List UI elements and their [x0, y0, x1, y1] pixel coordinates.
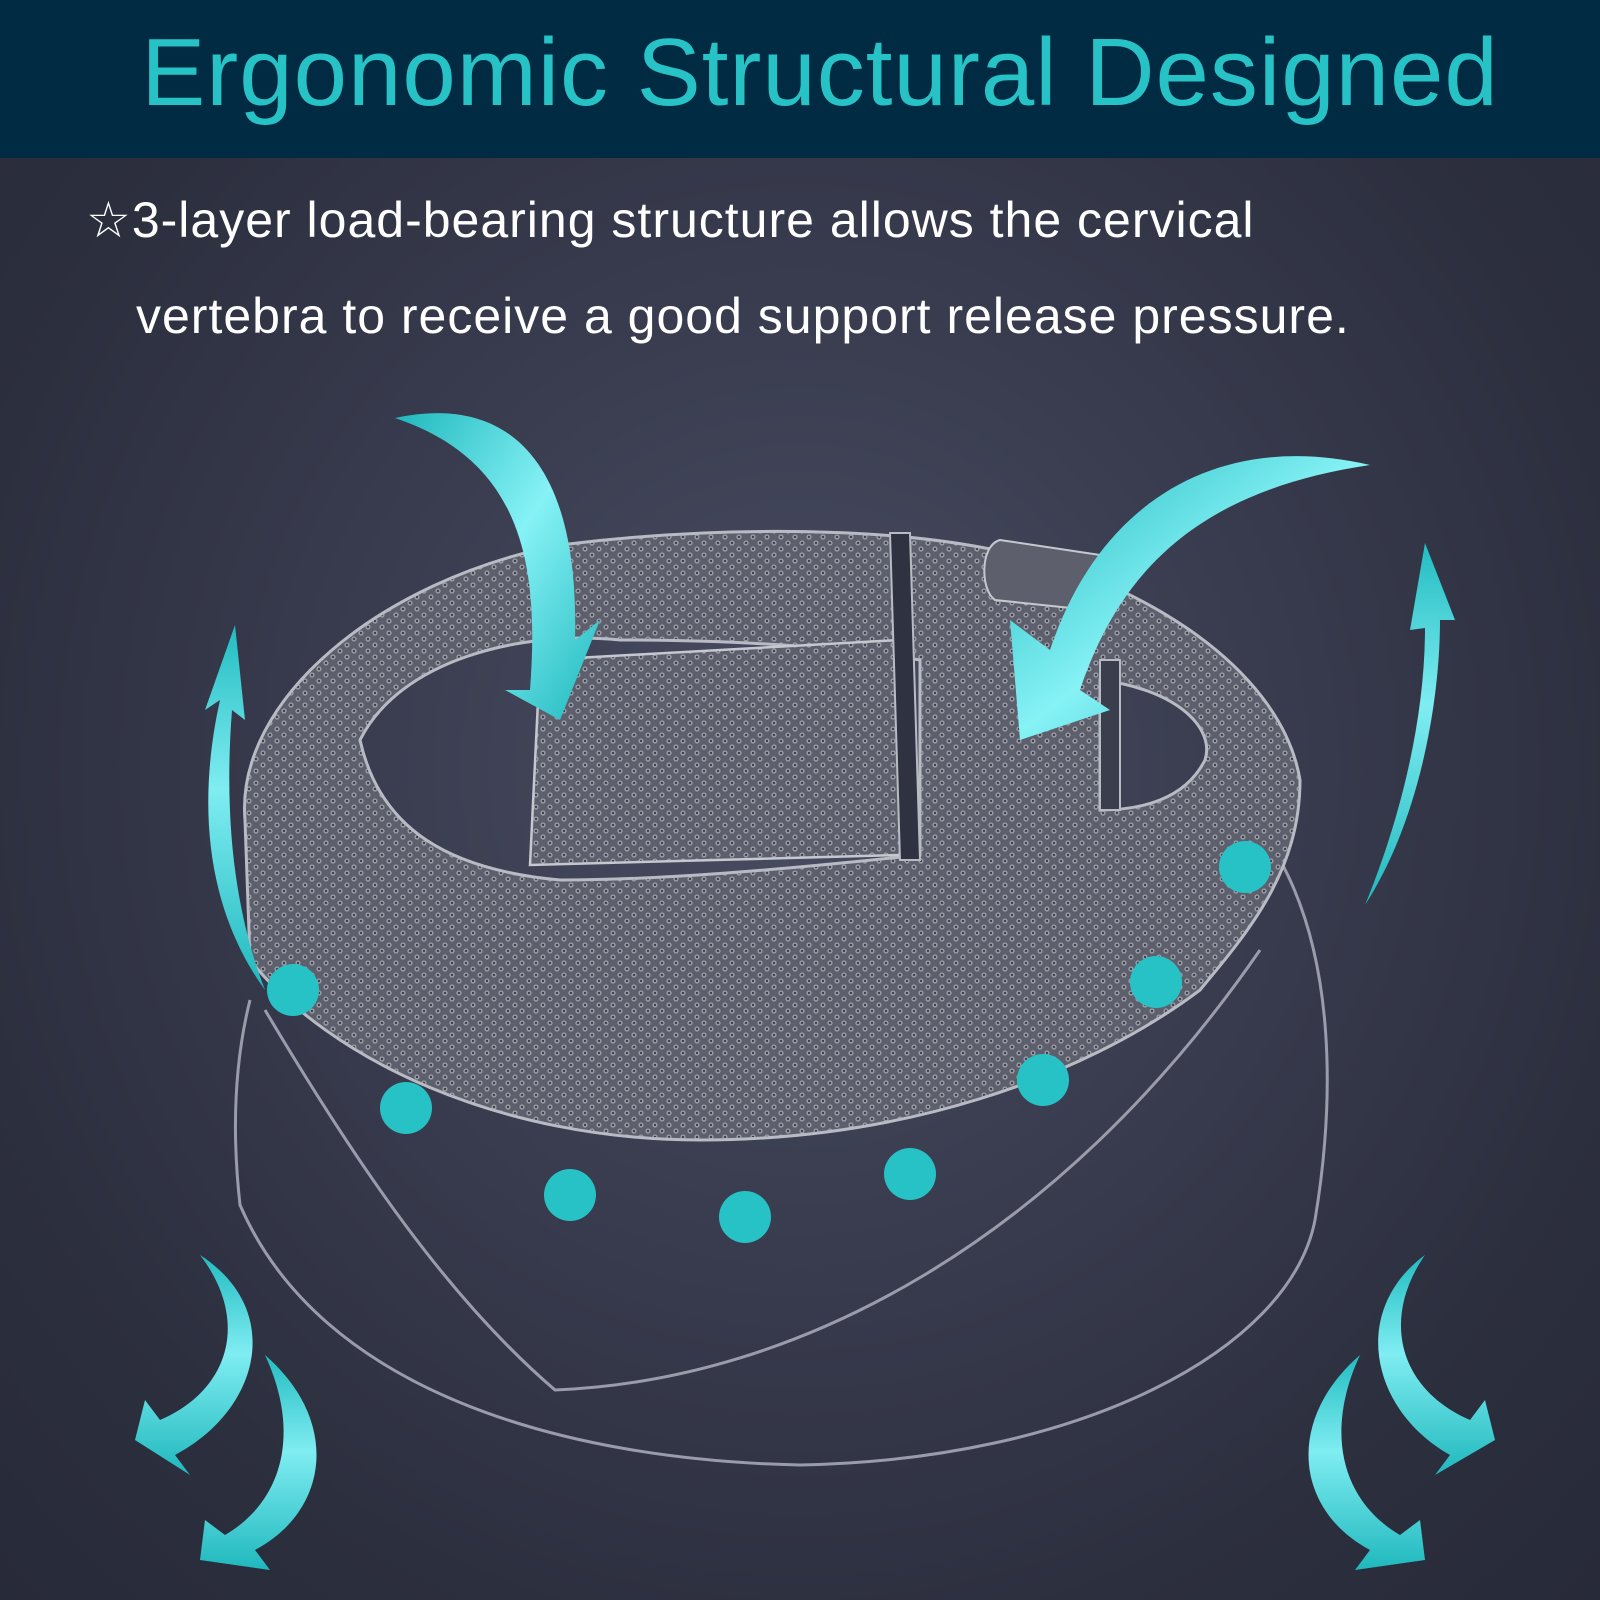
brace-outline-shell: [234, 859, 1329, 1467]
support-dot: [1219, 841, 1271, 893]
brace-inner-outline: [263, 949, 1262, 1392]
support-dot: [1017, 1054, 1069, 1106]
support-dot: [380, 1082, 432, 1134]
page-title: Ergonomic Structural Designed: [141, 19, 1499, 126]
support-dot: [884, 1148, 936, 1200]
arrow-out-icon: [1378, 1255, 1495, 1475]
description-line-2: vertebra to receive a good support relea…: [136, 288, 1350, 344]
support-dots: [267, 841, 1271, 1243]
arrow-out-icon: [1308, 1355, 1425, 1570]
arrow-out-icon: [135, 1255, 253, 1475]
arrow-up-icon: [1365, 543, 1455, 905]
support-dot: [719, 1191, 771, 1243]
support-dot: [1130, 956, 1182, 1008]
arrow-down-icon: [395, 413, 600, 720]
brace-strap-edge: [888, 532, 922, 861]
description-line-1: ☆3-layer load-bearing structure allows t…: [86, 190, 1255, 250]
arrow-up-icon: [205, 625, 265, 990]
description-text-1: 3-layer load-bearing structure allows th…: [131, 192, 1255, 248]
star-icon: ☆: [86, 192, 132, 248]
brace-strap-tip: [983, 538, 1102, 612]
support-dot: [267, 964, 319, 1016]
brace-side-tab: [1099, 659, 1121, 811]
support-dot: [544, 1169, 596, 1221]
header-banner: Ergonomic Structural Designed: [0, 0, 1600, 158]
arrow-down-icon: [1010, 456, 1370, 740]
arrow-out-icon: [200, 1355, 317, 1570]
brace-inner-pad: [528, 638, 902, 867]
